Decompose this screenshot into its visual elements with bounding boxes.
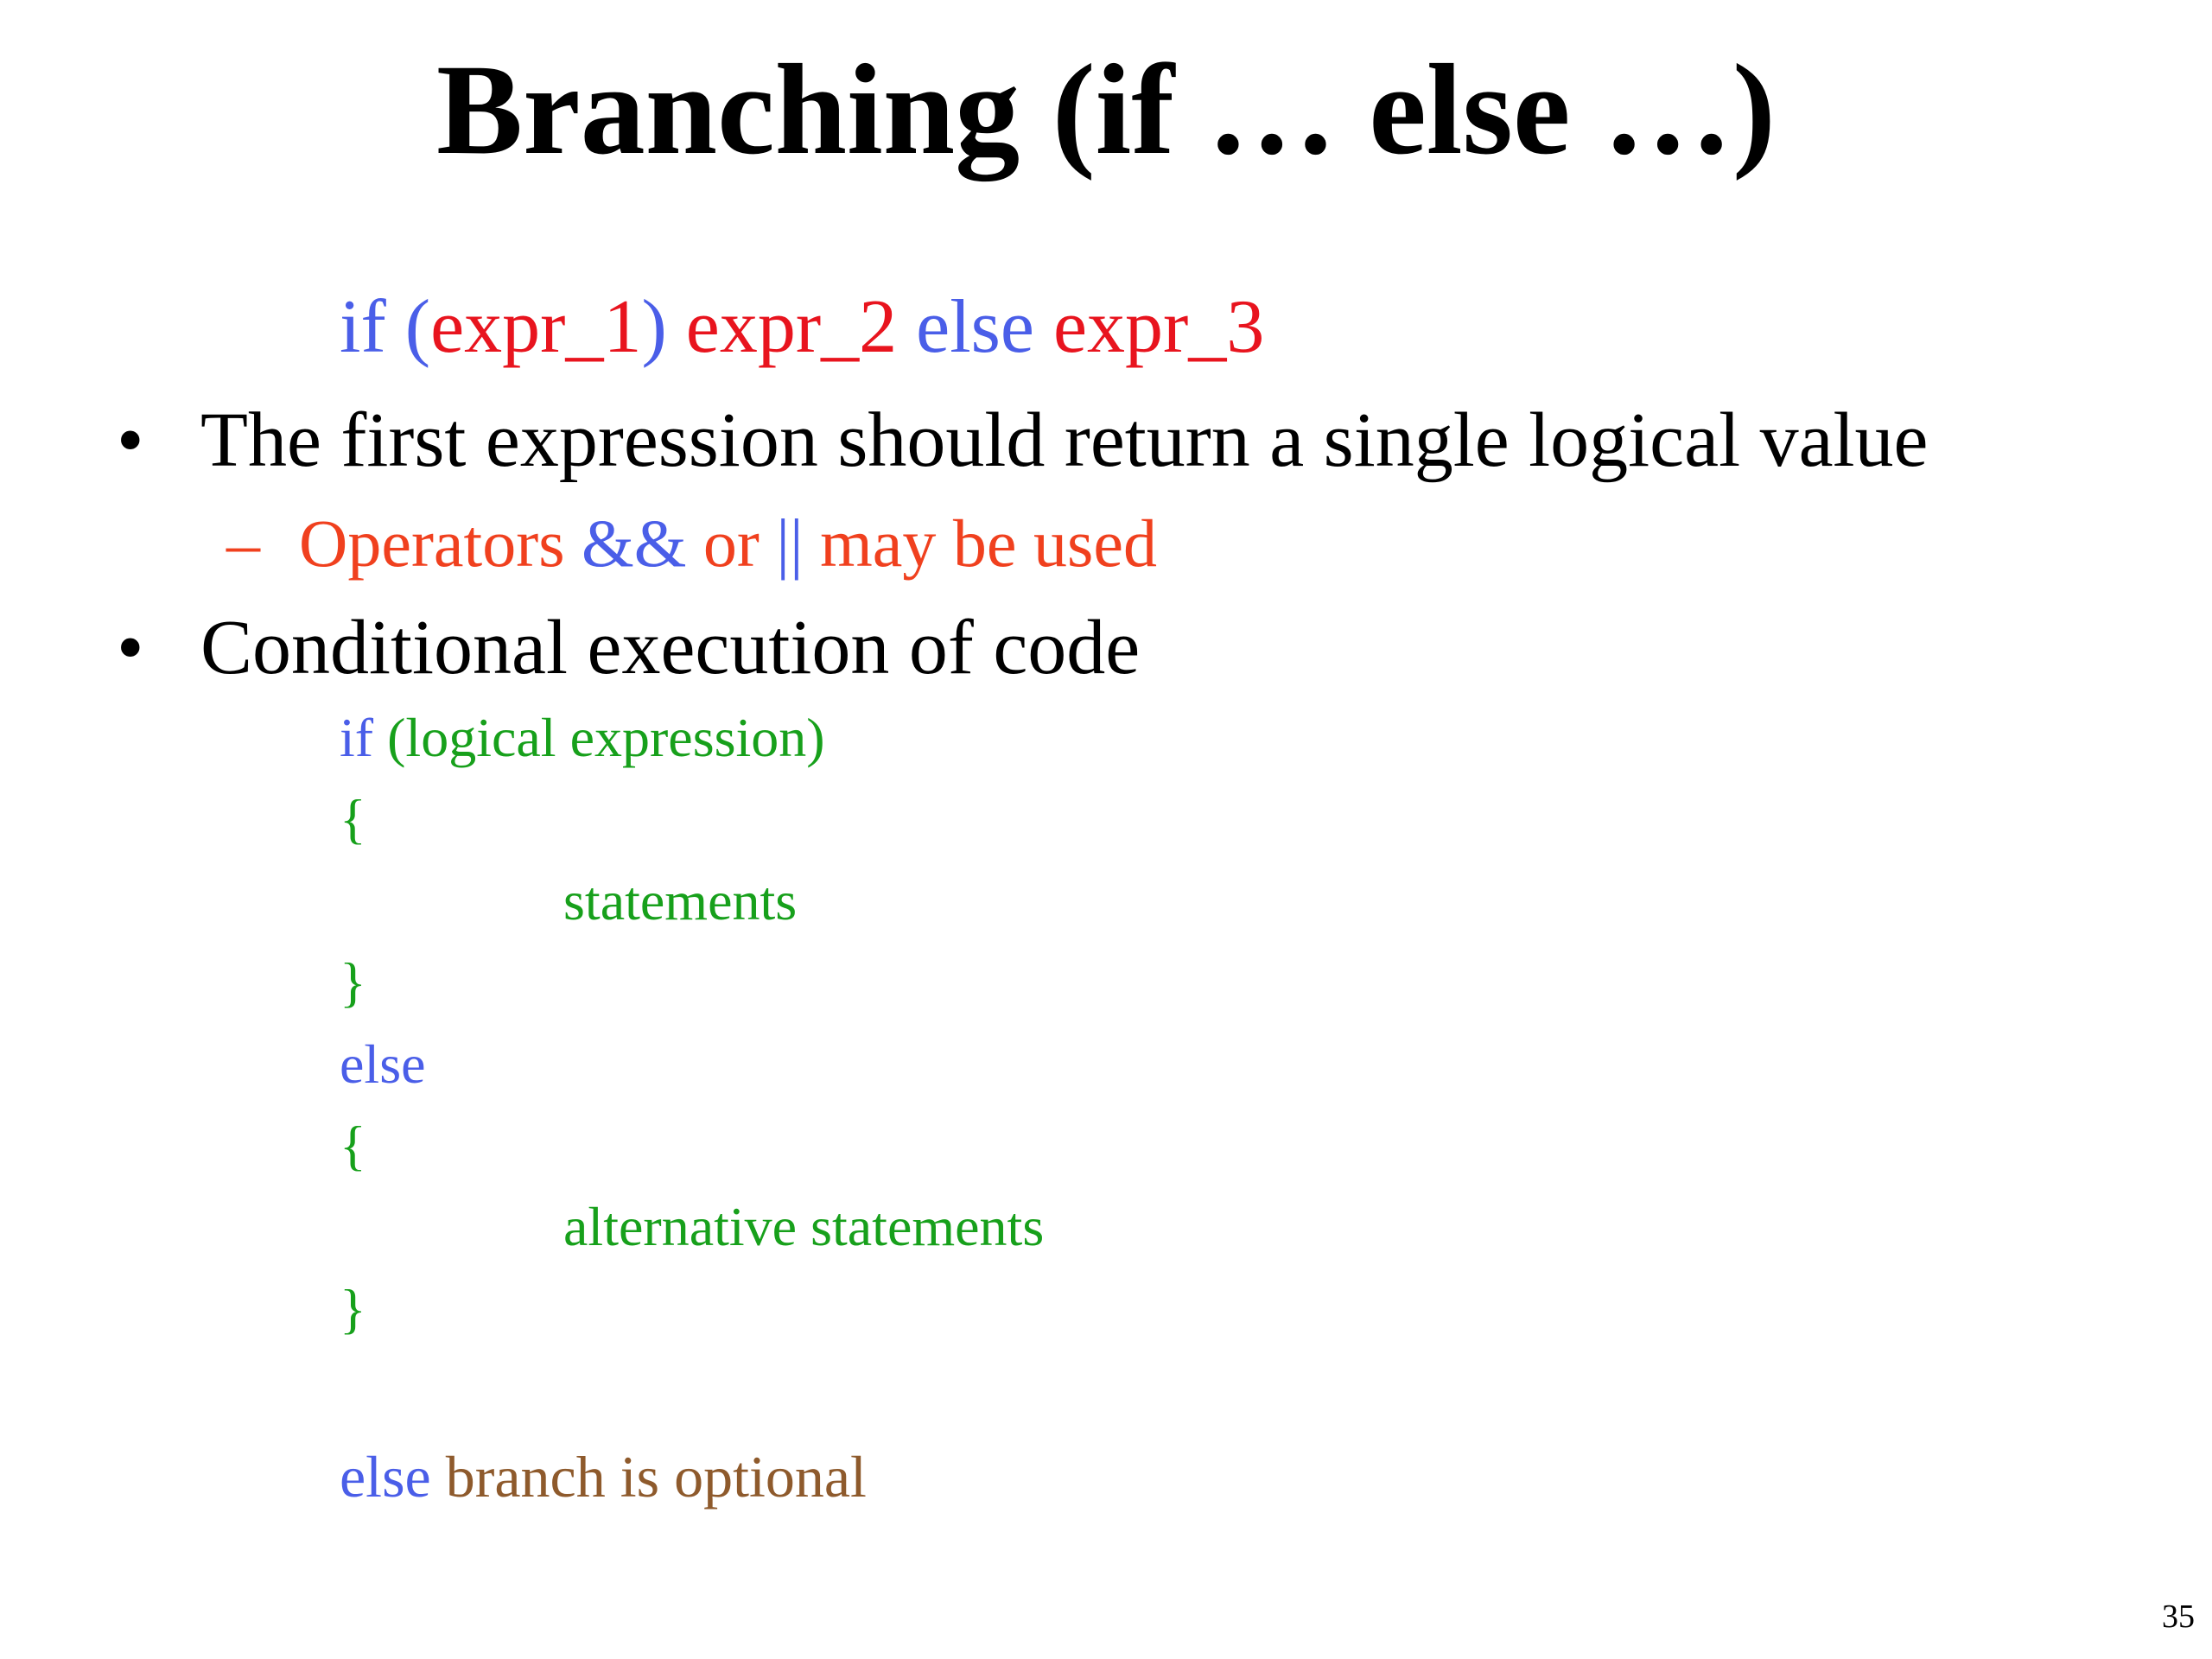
bullet-conditional-execution: Conditional execution of code bbox=[200, 605, 1141, 690]
code-else-keyword: else bbox=[340, 1033, 426, 1095]
sub-bullet-operators: Operators && or || may be used bbox=[299, 510, 1157, 577]
code-if-keyword: if bbox=[340, 707, 374, 768]
code-statements: statements bbox=[563, 870, 798, 931]
note-text: branch is optional bbox=[430, 1444, 867, 1510]
code-condition: (logical expression) bbox=[373, 707, 825, 768]
code-open-brace: { bbox=[340, 788, 366, 849]
bullet-marker: • bbox=[117, 605, 144, 690]
slide-number: 35 bbox=[2162, 1599, 2195, 1635]
if-else-syntax: if (expr_1) expr_2 else expr_3 bbox=[340, 289, 1264, 365]
code-open-brace: { bbox=[340, 1115, 366, 1176]
operators-text: Operators bbox=[299, 505, 582, 581]
or-text: or bbox=[702, 505, 777, 581]
note-else-keyword: else bbox=[340, 1444, 431, 1510]
code-close-brace: } bbox=[340, 1278, 366, 1339]
or-operator: || bbox=[776, 505, 821, 581]
bullet-first-expression: The first expression should return a sin… bbox=[200, 397, 1929, 483]
may-be-used-text: may be used bbox=[820, 505, 1157, 581]
slide-title: Branching (if … else …) bbox=[436, 38, 1776, 181]
close-paren: ) bbox=[641, 285, 667, 369]
expr-1: expr_1 bbox=[430, 285, 642, 369]
code-if-line: if (logical expression) bbox=[340, 710, 825, 766]
expr-2: expr_2 bbox=[666, 285, 898, 369]
open-paren: ( bbox=[385, 285, 431, 369]
expr-3: expr_3 bbox=[1033, 285, 1265, 369]
bullet-marker: • bbox=[117, 397, 144, 483]
optional-else-note: else branch is optional bbox=[340, 1447, 867, 1506]
else-keyword: else bbox=[897, 285, 1034, 369]
and-operator: && bbox=[582, 505, 703, 581]
code-alternative-statements: alternative statements bbox=[563, 1196, 1045, 1257]
sub-bullet-marker: – bbox=[226, 505, 260, 581]
if-keyword: if bbox=[340, 285, 386, 369]
code-close-brace: } bbox=[340, 951, 366, 1013]
